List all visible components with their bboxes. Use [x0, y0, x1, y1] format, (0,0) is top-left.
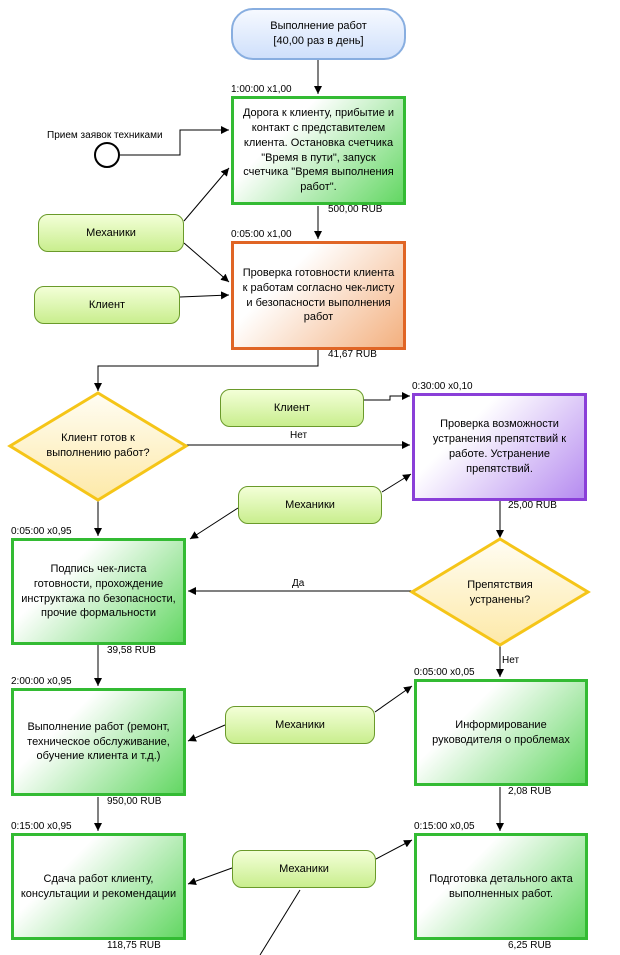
resource-mech4[interactable]: Механики: [232, 850, 376, 888]
task-road[interactable]: Дорога к клиенту, прибытие и контакт с п…: [231, 96, 406, 205]
resource-mech3[interactable]: Механики: [225, 706, 375, 744]
resource-mech2[interactable]: Механики: [238, 486, 382, 524]
task-handover[interactable]: Сдача работ клиенту, консультации и реко…: [11, 833, 186, 940]
task-work[interactable]: Выполнение работ (ремонт, техническое об…: [11, 688, 186, 796]
edge-label-no2: Нет: [502, 655, 520, 666]
decision-diamond-ready[interactable]: [7, 391, 189, 502]
task-report-time: 0:15:00 x0,05: [414, 821, 475, 832]
task-work-time: 2:00:00 x0,95: [11, 676, 72, 687]
task-road-cost: 500,00 RUB: [328, 204, 383, 215]
task-report[interactable]: Подготовка детального акта выполненных р…: [414, 833, 588, 940]
decision-fixed-label: Препятствия устранены?: [467, 579, 533, 606]
event-label: Прием заявок техниками: [47, 130, 163, 141]
task-check-cost: 41,67 RUB: [328, 349, 377, 360]
decision-diamond-fixed[interactable]: [409, 537, 591, 647]
edge-mech4-down: [259, 889, 301, 955]
task-handover-cost: 118,75 RUB: [107, 940, 161, 951]
edge-mech4-report: [375, 839, 413, 860]
edge-label-no1: Нет: [290, 430, 308, 441]
resource-client1[interactable]: Клиент: [34, 286, 180, 324]
start-event-circle[interactable]: [94, 142, 120, 168]
edge-mech4-handover: [187, 867, 233, 886]
start-node[interactable]: Выполнение работ [40,00 раз в день]: [231, 8, 406, 60]
edge-mech2-verify: [381, 473, 412, 493]
task-inform[interactable]: Информирование руководителя о проблемах: [414, 679, 588, 786]
edge-client2-verify: [364, 392, 410, 401]
task-check[interactable]: Проверка готовности клиента к работам со…: [231, 241, 406, 350]
task-sign-cost: 39,58 RUB: [107, 645, 156, 656]
task-verify-cost: 25,00 RUB: [508, 500, 557, 511]
task-verify-time: 0:30:00 x0,10: [412, 381, 473, 392]
decision-ready-label: Клиент готов к выполнению работ?: [46, 432, 150, 459]
task-inform-cost: 2,08 RUB: [508, 786, 552, 797]
task-handover-time: 0:15:00 x0,95: [11, 821, 72, 832]
edge-mech2-sign: [189, 507, 239, 540]
edge-label-yes: Да: [292, 578, 305, 589]
edge-mech3-inform: [374, 685, 413, 713]
edge-event-road: [120, 126, 229, 156]
resource-mech1[interactable]: Механики: [38, 214, 184, 252]
task-verify[interactable]: Проверка возможности устранения препятст…: [412, 393, 587, 501]
task-inform-time: 0:05:00 x0,05: [414, 667, 475, 678]
task-sign[interactable]: Подпись чек-листа готовности, прохождени…: [11, 538, 186, 645]
edge-mech3-work: [187, 724, 226, 742]
edge-check-decision: [94, 350, 319, 391]
edge-mech1-road: [183, 167, 230, 222]
task-work-cost: 950,00 RUB: [107, 796, 162, 807]
resource-client2[interactable]: Клиент: [220, 389, 364, 427]
task-check-time: 0:05:00 x1,00: [231, 229, 292, 240]
edge-mech1-check: [183, 242, 230, 283]
task-report-cost: 6,25 RUB: [508, 940, 552, 951]
task-sign-time: 0:05:00 x0,95: [11, 526, 72, 537]
edge-client1-check: [179, 291, 230, 300]
task-road-time: 1:00:00 x1,00: [231, 84, 292, 95]
